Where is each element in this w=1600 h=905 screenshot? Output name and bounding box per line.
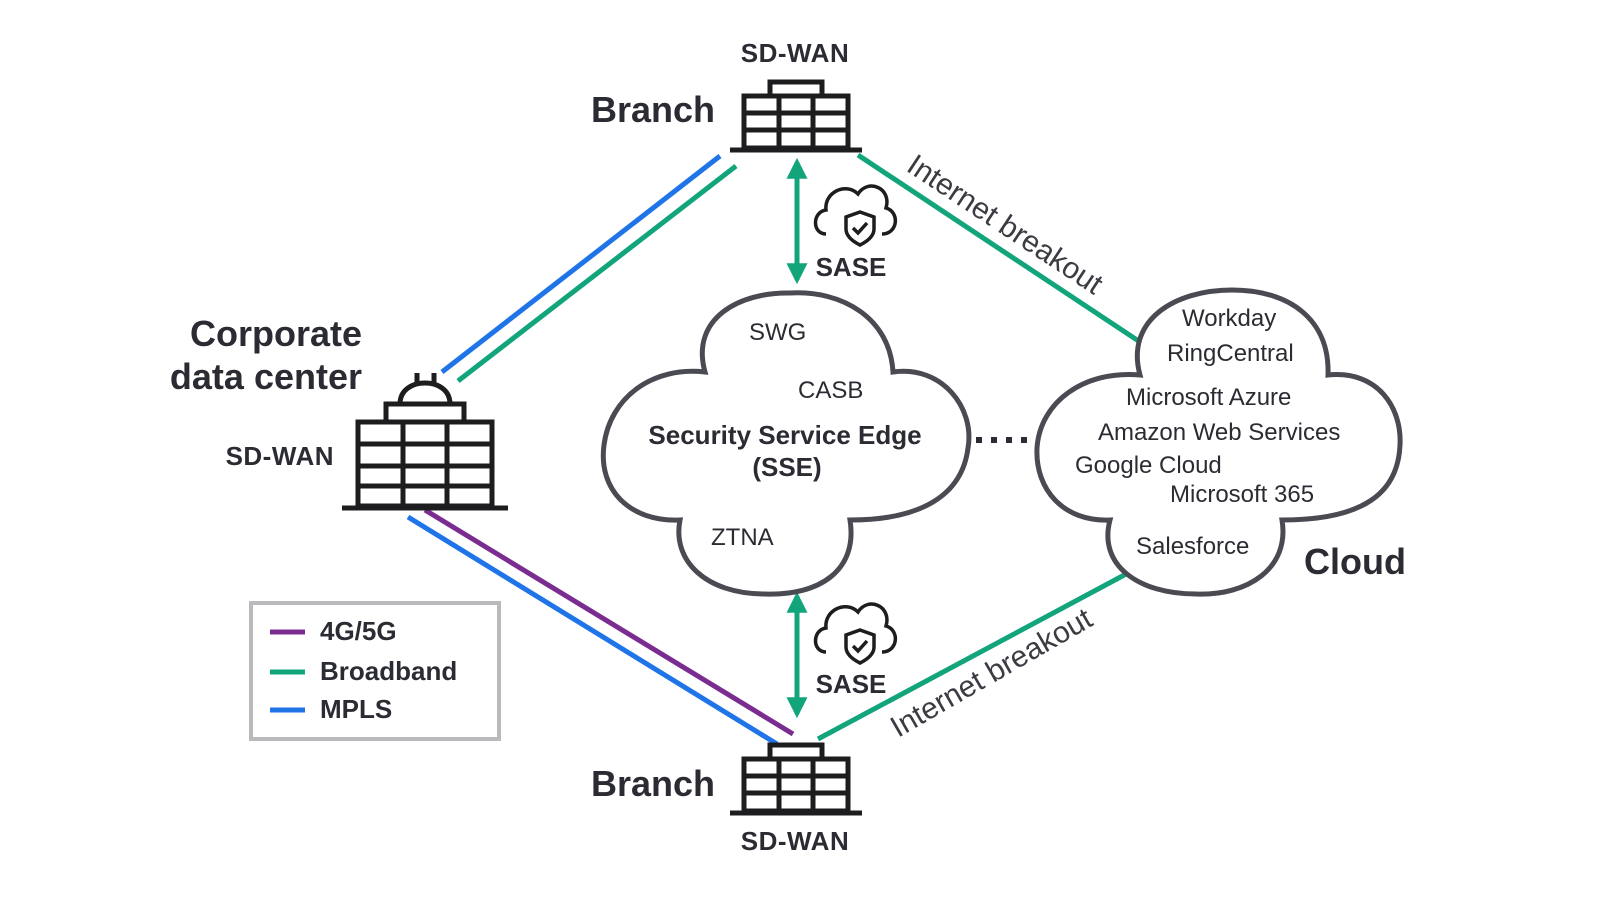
sse-component-ztna: ZTNA [711, 524, 774, 551]
cloud-service-google: Google Cloud [1075, 452, 1222, 479]
cloud-shield-icon [813, 184, 897, 247]
legend-label-cellular: 4G/5G [320, 616, 397, 646]
cloud-service-m365: Microsoft 365 [1170, 481, 1314, 508]
datacenter-title-line2: data center [170, 356, 362, 397]
mpls-link-top [440, 154, 722, 374]
cloud-services: Workday RingCentral Microsoft Azure Amaz… [1034, 287, 1403, 597]
cloud-service-workday: Workday [1182, 305, 1276, 332]
sse-component-casb: CASB [798, 377, 863, 404]
sse-name-line2: (SSE) [752, 452, 821, 482]
sase-top: SASE [813, 184, 897, 282]
sase-bottom: SASE [813, 602, 897, 699]
cloud-shield-icon [813, 602, 897, 665]
services-cloud-outline [1034, 287, 1403, 597]
building-icon [730, 742, 862, 816]
cloud-service-azure: Microsoft Azure [1126, 384, 1291, 411]
branch-top: SD-WAN Branch [591, 38, 862, 153]
breakout-link-top [856, 152, 1148, 349]
branch-bottom: Branch SD-WAN [591, 742, 862, 856]
building-icon [730, 79, 862, 153]
sase-top-label: SASE [816, 252, 887, 282]
breakout-link-bottom [816, 570, 1130, 742]
breakout-top-label: Internet breakout [901, 148, 1109, 301]
cloud-service-aws: Amazon Web Services [1098, 419, 1340, 446]
branch-top-sdwan-tag: SD-WAN [741, 38, 849, 68]
mpls-link-bottom [406, 514, 779, 747]
cellular-link-bottom [423, 507, 795, 737]
broadband-link-top [456, 164, 738, 383]
datacenter-building-icon [342, 373, 508, 511]
legend: 4G/5G Broadband MPLS [249, 601, 501, 741]
datacenter-title-line1: Corporate [190, 313, 362, 354]
cloud-label: Cloud [1304, 541, 1406, 582]
legend-label-mpls: MPLS [320, 694, 392, 724]
sse-cloud: SWG CASB Security Service Edge (SSE) ZTN… [600, 290, 972, 597]
sse-component-swg: SWG [749, 319, 806, 346]
breakout-bottom-label: Internet breakout [885, 602, 1099, 744]
legend-label-broadband: Broadband [320, 656, 457, 686]
cloud-service-salesforce: Salesforce [1136, 533, 1249, 560]
branch-bottom-sdwan-tag: SD-WAN [741, 826, 849, 856]
sse-cloud-outline [600, 290, 972, 597]
branch-bottom-title: Branch [591, 763, 715, 804]
cloud-service-ringcentral: RingCentral [1167, 340, 1294, 367]
sase-bottom-label: SASE [816, 669, 887, 699]
datacenter-sdwan-tag: SD-WAN [226, 441, 334, 471]
datacenter: Corporate data center SD-WAN [170, 313, 508, 511]
sse-name-line1: Security Service Edge [648, 420, 921, 450]
branch-top-title: Branch [591, 89, 715, 130]
